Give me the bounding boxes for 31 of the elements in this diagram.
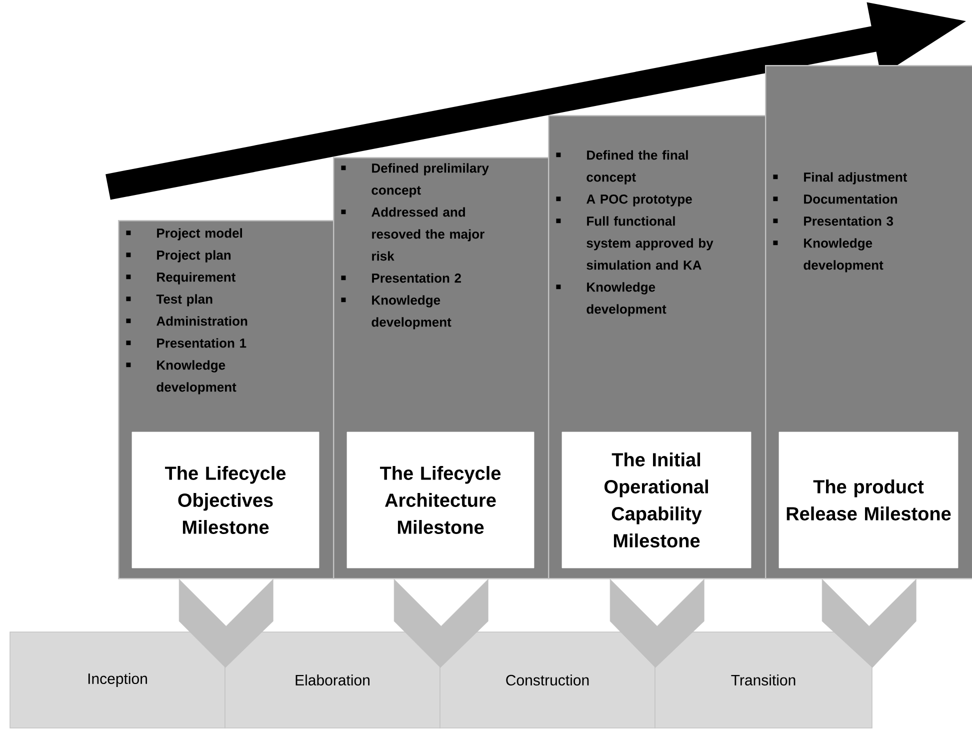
- bullet-item: Full functional system approved by simulation and KA: [556, 216, 714, 270]
- bullet-item: Presentation 1: [126, 338, 246, 348]
- milestone-box: The Lifecycle Objectives Milestone: [132, 432, 320, 568]
- bullet-item: A POC prototype: [556, 194, 692, 206]
- phase-box: Elaboration: [224, 632, 440, 728]
- bullet-item: Documentation: [773, 194, 897, 204]
- bullet-item: Knowledge development: [556, 282, 666, 316]
- bullet-item: Defined the final concept: [556, 150, 688, 184]
- bullet-item: Knowledge development: [773, 238, 884, 272]
- bullet-item: Final adjustment: [773, 172, 908, 184]
- phase-box: Transition: [654, 632, 872, 728]
- bullet-item: Administration: [126, 316, 248, 326]
- bullet-item: Presentation 3: [773, 216, 894, 226]
- phase-box: Inception: [10, 632, 226, 728]
- phase-box: Construction: [440, 632, 656, 728]
- chevron-arrow: [822, 579, 916, 668]
- milestone-box: The product Release Milestone: [778, 432, 958, 568]
- bullet-item: Test plan: [126, 294, 212, 306]
- chevron-arrow: [610, 579, 704, 668]
- bullet-item: Knowledge development: [126, 360, 236, 394]
- bullet-item: Addressed and resoved the major risk: [341, 207, 484, 261]
- bullet-item: Project plan: [126, 250, 231, 262]
- milestone-box: The Lifecycle Architecture Milestone: [346, 432, 534, 568]
- bullet-item: Requirement: [126, 272, 236, 284]
- chevron-arrow: [178, 579, 274, 668]
- bullet-item: Presentation 2: [341, 273, 461, 283]
- bullet-item: Knowledge development: [341, 295, 452, 330]
- bullet-item: Project model: [126, 228, 242, 240]
- chevron-arrow: [394, 579, 488, 668]
- milestone-box: The Initial Operational Capability Milestone: [562, 432, 752, 568]
- bullet-item: Defined prelimilary concept: [341, 163, 489, 198]
